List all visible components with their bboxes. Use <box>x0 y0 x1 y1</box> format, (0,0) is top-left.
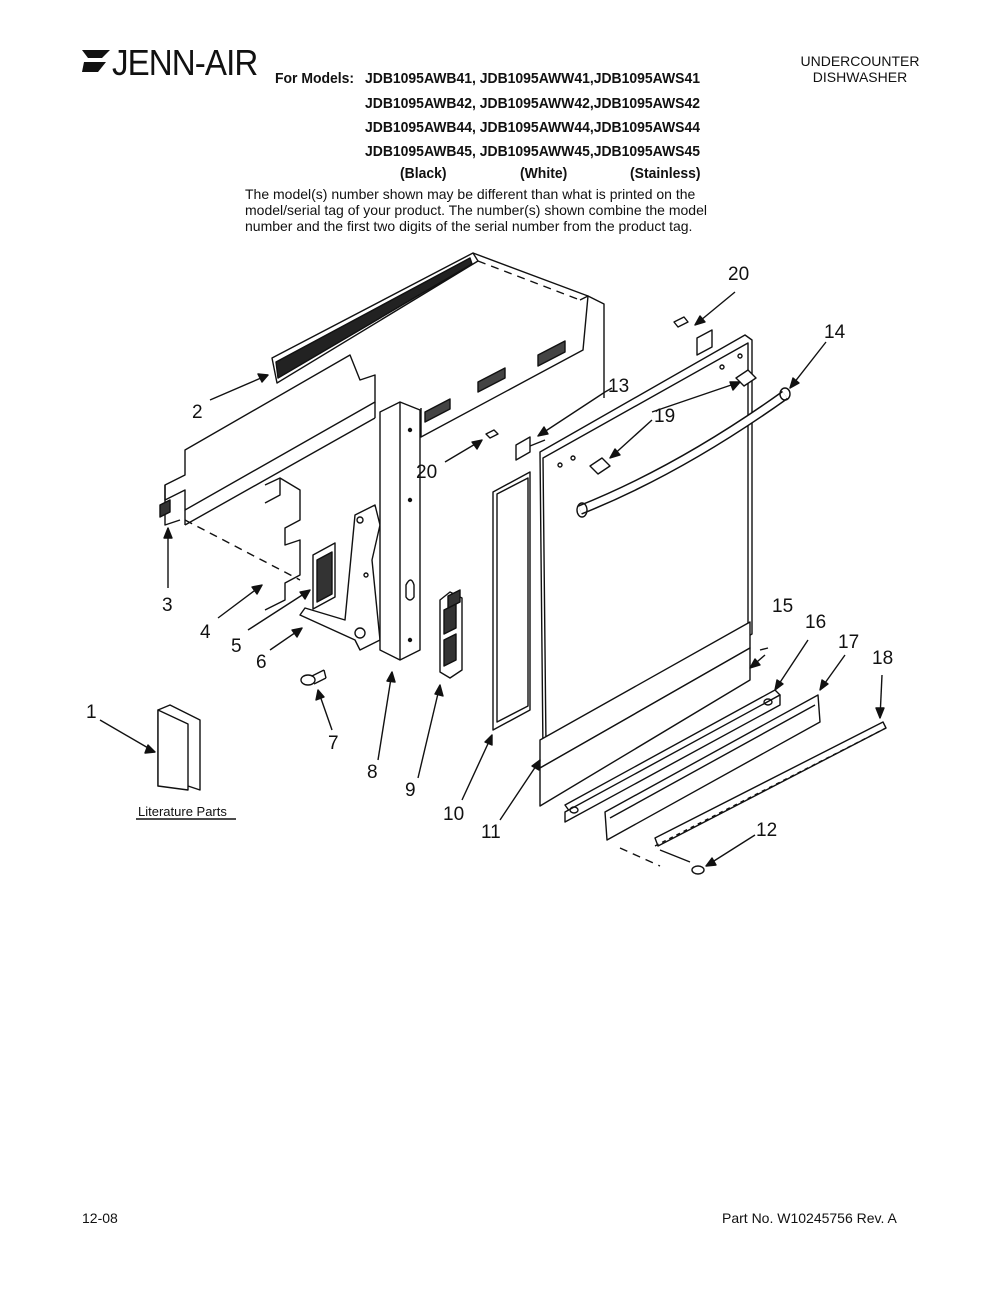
note-line: model/serial tag of your product. The nu… <box>245 202 707 218</box>
part-block <box>312 542 336 610</box>
model-number-note: The model(s) number shown may be differe… <box>245 186 805 234</box>
date-code: 12-08 <box>82 1210 118 1226</box>
part-toe-strip <box>564 689 781 823</box>
callout-9: 9 <box>405 780 416 801</box>
callout-1: 1 <box>86 702 97 723</box>
part-number: Part No. W10245756 Rev. A <box>722 1210 897 1226</box>
callout-20-right: 20 <box>728 264 750 285</box>
color-label-black: (Black) <box>400 165 447 182</box>
part-door-trim <box>539 621 751 807</box>
callout-4: 4 <box>200 622 211 643</box>
callout-20-left: 20 <box>416 462 438 483</box>
callout-5: 5 <box>231 636 242 657</box>
callout-15: 15 <box>772 596 794 617</box>
callout-6: 6 <box>256 652 267 673</box>
model-row: JDB1095AWB41, JDB1095AWW41,JDB1095AWS41 <box>365 70 700 87</box>
callout-2: 2 <box>192 402 203 423</box>
callout-leaders <box>99 291 885 867</box>
part-hinge-plate <box>299 504 381 651</box>
note-line: The model(s) number shown may be differe… <box>245 186 696 202</box>
callout-12: 12 <box>756 820 778 841</box>
part-side-panel <box>159 354 376 581</box>
callout-17: 17 <box>838 632 860 653</box>
part-kick-plate <box>604 694 821 841</box>
part-small-bracket <box>485 316 713 461</box>
model-row: JDB1095AWB45, JDB1095AWW45,JDB1095AWS45 <box>365 143 700 160</box>
part-back-panel <box>420 252 605 438</box>
callout-10: 10 <box>443 804 465 825</box>
color-label-white: (White) <box>520 165 568 182</box>
brand-swoosh-icon <box>82 50 110 72</box>
callout-19: 19 <box>654 406 676 427</box>
callout-3: 3 <box>162 595 173 616</box>
product-type-line2: DISHWASHER <box>812 69 908 85</box>
part-bracket <box>264 477 301 611</box>
part-literature <box>157 704 201 791</box>
part-latch <box>439 589 463 679</box>
brand-logo <box>80 40 280 84</box>
model-row: JDB1095AWB42, JDB1095AWW42,JDB1095AWS42 <box>365 95 700 112</box>
callout-11: 11 <box>481 822 501 843</box>
callout-8: 8 <box>367 762 378 783</box>
callout-14: 14 <box>824 322 846 343</box>
part-screw <box>300 669 327 686</box>
part-top-trim <box>271 252 479 384</box>
part-screw-12 <box>619 847 705 875</box>
part-inner-door <box>379 401 421 661</box>
callout-16: 16 <box>805 612 827 633</box>
callout-18: 18 <box>872 648 894 669</box>
product-type-line1: UNDERCOUNTER <box>800 53 920 69</box>
literature-parts-label: Literature Parts <box>138 804 227 819</box>
part-door-panel <box>492 471 531 731</box>
model-row: JDB1095AWB44, JDB1095AWW44,JDB1095AWS44 <box>365 119 700 136</box>
part-trim-rod <box>654 721 887 847</box>
models-label: For Models: <box>275 70 355 87</box>
callout-7: 7 <box>328 733 339 754</box>
callout-13: 13 <box>608 376 630 397</box>
part-handle <box>576 369 791 518</box>
note-line: number and the first two digits of the s… <box>245 218 693 234</box>
brand-name: JENN-AIR <box>112 42 258 83</box>
product-type: UNDERCOUNTER DISHWASHER <box>790 53 930 85</box>
color-label-stainless: (Stainless) <box>630 165 701 182</box>
